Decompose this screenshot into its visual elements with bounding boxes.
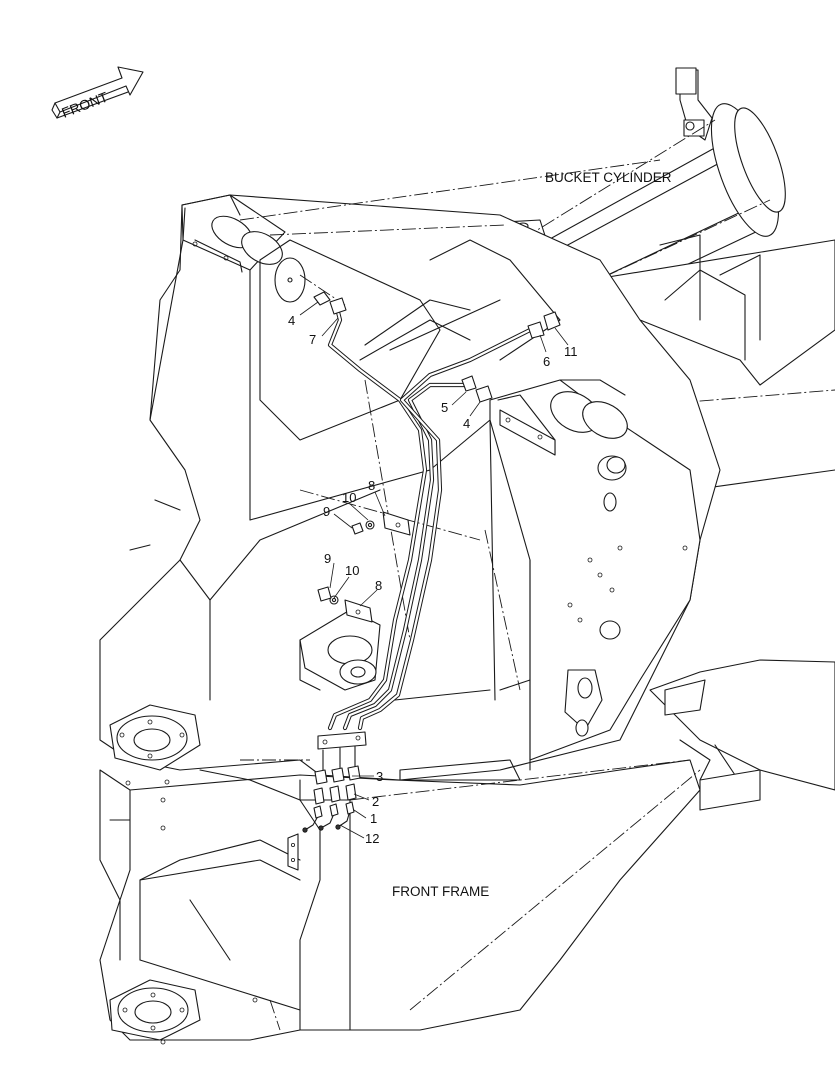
bucket-cylinder-label: BUCKET CYLINDER: [545, 170, 672, 185]
front-frame-label: FRONT FRAME: [392, 884, 489, 899]
callout-11: 11: [564, 344, 578, 359]
callout-2: 2: [372, 794, 379, 809]
hose-clamps: [317, 511, 411, 623]
callout-leaders: [299, 301, 569, 839]
callout-4-upper: 4: [288, 313, 295, 328]
callout-9-upper: 9: [323, 504, 330, 519]
callout-8-lower: 8: [375, 578, 382, 593]
front-frame-body: [99, 194, 721, 781]
callout-6: 6: [543, 354, 550, 369]
front-direction-arrow: FRONT: [51, 66, 144, 121]
callout-8-upper: 8: [368, 478, 375, 493]
callout-4-lower: 4: [463, 416, 470, 431]
callout-9-lower: 9: [324, 551, 331, 566]
callout-5: 5: [441, 400, 448, 415]
callout-10-upper: 10: [342, 490, 356, 505]
front-frame-lower: [99, 759, 701, 1045]
part-callouts: 4 7 6 11 5 4 8 10 9 9 10 8 3 2 1 12: [288, 313, 578, 846]
callout-7: 7: [309, 332, 316, 347]
callout-3: 3: [376, 769, 383, 784]
callout-1: 1: [370, 811, 377, 826]
connector-block: [302, 731, 367, 833]
upper-fittings: [313, 291, 561, 403]
hydraulic-hoses: [327, 309, 533, 731]
callout-10-lower: 10: [345, 563, 359, 578]
callout-12: 12: [365, 831, 379, 846]
